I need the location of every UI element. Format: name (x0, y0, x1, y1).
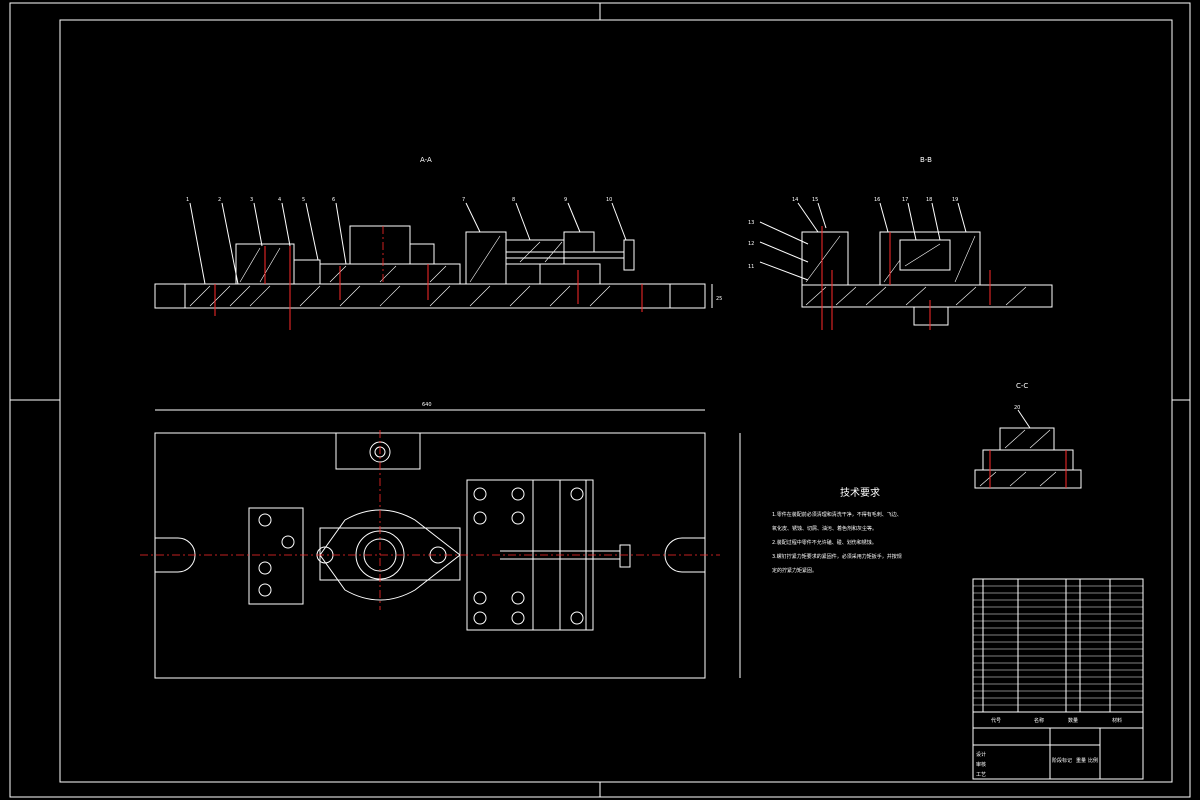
row-check: 审核 (976, 761, 986, 768)
balloon-3: 3 (250, 197, 253, 203)
weight-label: 重量 (1076, 757, 1086, 764)
knurled-knob (623, 239, 635, 271)
section-bb-label: B-B (920, 156, 932, 164)
tech-req-title: 技术要求 (840, 486, 880, 499)
knob-plan (619, 544, 631, 568)
height-dim-aa: 25 (716, 296, 722, 302)
base-plate (154, 283, 706, 309)
scale-label: 比例 (1088, 757, 1098, 764)
balloon-9: 9 (564, 197, 567, 203)
balloon-15: 15 (812, 197, 818, 203)
bb-right-block (879, 231, 981, 286)
length-dim: 640 (422, 402, 432, 408)
balloons-aa: 1 2 3 4 5 6 7 8 9 10 (186, 197, 627, 285)
balloon-8: 8 (512, 197, 515, 203)
row-design: 设计 (976, 751, 986, 758)
stage-mark: 阶段标记 (1052, 757, 1072, 764)
section-cc-view: C-C 20 (974, 382, 1082, 489)
left-block-plan (248, 507, 304, 605)
col-name: 名称 (1034, 717, 1044, 724)
balloon-1: 1 (186, 197, 189, 203)
balloon-5: 5 (302, 197, 305, 203)
balloon-13: 13 (748, 220, 754, 226)
balloon-18: 18 (926, 197, 932, 203)
balloon-4: 4 (278, 197, 281, 203)
title-block: 代号 名称 数量 材料 设计 审核 工艺 阶段标记 重量 比例 (972, 578, 1144, 780)
balloon-10: 10 (606, 197, 612, 203)
balloon-11: 11 (748, 264, 754, 270)
technical-requirements: 技术要求 1.零件在装配前必须清理和清洗干净，不得有毛刺、飞边、 氧化皮、锈蚀、… (772, 486, 902, 574)
balloon-2: 2 (218, 197, 221, 203)
balloon-17: 17 (902, 197, 908, 203)
fixture-body (319, 263, 461, 285)
section-aa-view: A-A (154, 156, 722, 330)
bb-base (801, 284, 1053, 308)
balloon-20: 20 (1014, 405, 1020, 411)
plan-view: 640 (140, 402, 741, 679)
balloon-7: 7 (462, 197, 465, 203)
section-bb-view: B-B 11 12 13 (748, 156, 1053, 330)
section-cc-label: C-C (1016, 382, 1028, 390)
section-aa-label: A-A (420, 156, 432, 164)
side-locator (335, 432, 421, 470)
bb-left-block (801, 231, 849, 286)
inner-border (59, 19, 1173, 783)
col-code: 代号 (991, 717, 1001, 724)
col-qty: 数量 (1068, 717, 1078, 724)
balloon-6: 6 (332, 197, 335, 203)
tech-req-line-4: 3.螺钉拧紧力矩要求的紧固件，必须采用力矩扳手，并按规 (772, 553, 902, 560)
plan-base-outline (154, 432, 706, 679)
col-material: 材料 (1112, 717, 1122, 724)
tech-req-line-5: 定的拧紧力矩紧固。 (772, 567, 817, 574)
balloon-14: 14 (792, 197, 798, 203)
tech-req-line-1: 1.零件在装配前必须清理和清洗干净，不得有毛刺、飞边、 (772, 511, 902, 518)
tech-req-line-3: 2.装配过程中零件不允许磕、碰、划伤和锈蚀。 (772, 539, 877, 546)
balloons-bb: 11 12 13 14 15 16 17 18 19 (748, 197, 967, 281)
locating-block (349, 225, 411, 265)
balloon-19: 19 (952, 197, 958, 203)
balloon-12: 12 (748, 241, 754, 247)
row-process: 工艺 (976, 772, 986, 778)
balloon-16: 16 (874, 197, 880, 203)
tech-req-line-2: 氧化皮、锈蚀、切屑、油污、着色剂和灰尘等。 (772, 525, 877, 532)
